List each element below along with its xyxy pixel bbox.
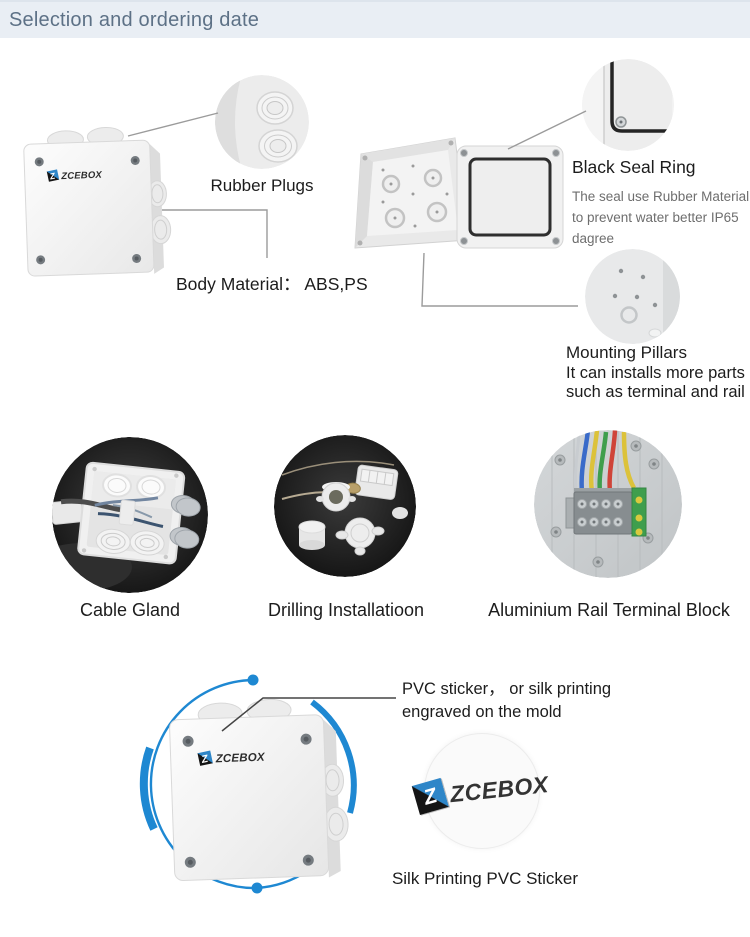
black-seal-ring-desc-line-1: The seal use Rubber Material [572,189,750,204]
brand-logo: Z ZCEBOX [411,769,550,815]
junction-box-photo-bottom: Z ZCEBOX [169,698,349,882]
mounting-pillars-title: Mounting Pillars [566,343,687,362]
mounting-pillars-desc-line-1: It can installs more parts [566,364,745,382]
rubber-plugs-photo [215,75,309,169]
mounting-pillars-desc: It can installs more parts such as termi… [566,364,745,401]
pvc-note-line-2: engraved on the mold [402,703,562,721]
black-seal-ring-desc-line-3: dagree [572,231,615,246]
black-seal-ring-title: Black Seal Ring [572,157,696,177]
black-seal-ring-desc: The seal use Rubber Material to prevent … [572,186,750,249]
header-bar: Selection and ordering date [0,0,750,38]
feature-label-terminal-block: Aluminium Rail Terminal Block [488,600,730,620]
pvc-note-line-1: PVC sticker， or silk printing [402,680,612,698]
body-material-label: Body Material： ABS,PS [176,274,368,294]
mounting-pillars-desc-line-2: such as terminal and rail [566,382,745,401]
pvc-note: PVC sticker， or silk printing engraved o… [402,678,611,724]
feature-label-cable-gland: Cable Gland [79,600,181,620]
open-box-photo [354,137,564,249]
junction-box-photo-top: Z ZCEBOX [23,127,172,277]
brand-mark: Z [411,777,449,815]
seal-ring-photo [582,59,674,151]
brand-mark: Z [48,170,57,181]
rubber-plugs-label: Rubber Plugs [210,176,314,195]
brand-text: ZCEBOX [60,170,103,182]
brand-text: ZCEBOX [448,770,550,807]
black-seal-ring-desc-line-2: to prevent water better IP65 [572,210,739,225]
svg-text:ZCEBOX: ZCEBOX [215,752,267,766]
brand-logo-small: Z ZCEBOX [46,169,103,182]
sticker-caption: Silk Printing PVC Sticker [391,869,579,888]
mounting-pillars-photo [585,249,680,344]
feature-photo-drilling [274,435,416,577]
feature-photo-terminal-block [534,430,682,578]
feature-label-drilling: Drilling Installatioon [267,600,425,620]
feature-photo-cable-gland [52,437,208,593]
page-title: Selection and ordering date [9,8,260,31]
svg-text:Z: Z [199,753,209,766]
sticker-photo: Z ZCEBOX [411,733,550,849]
